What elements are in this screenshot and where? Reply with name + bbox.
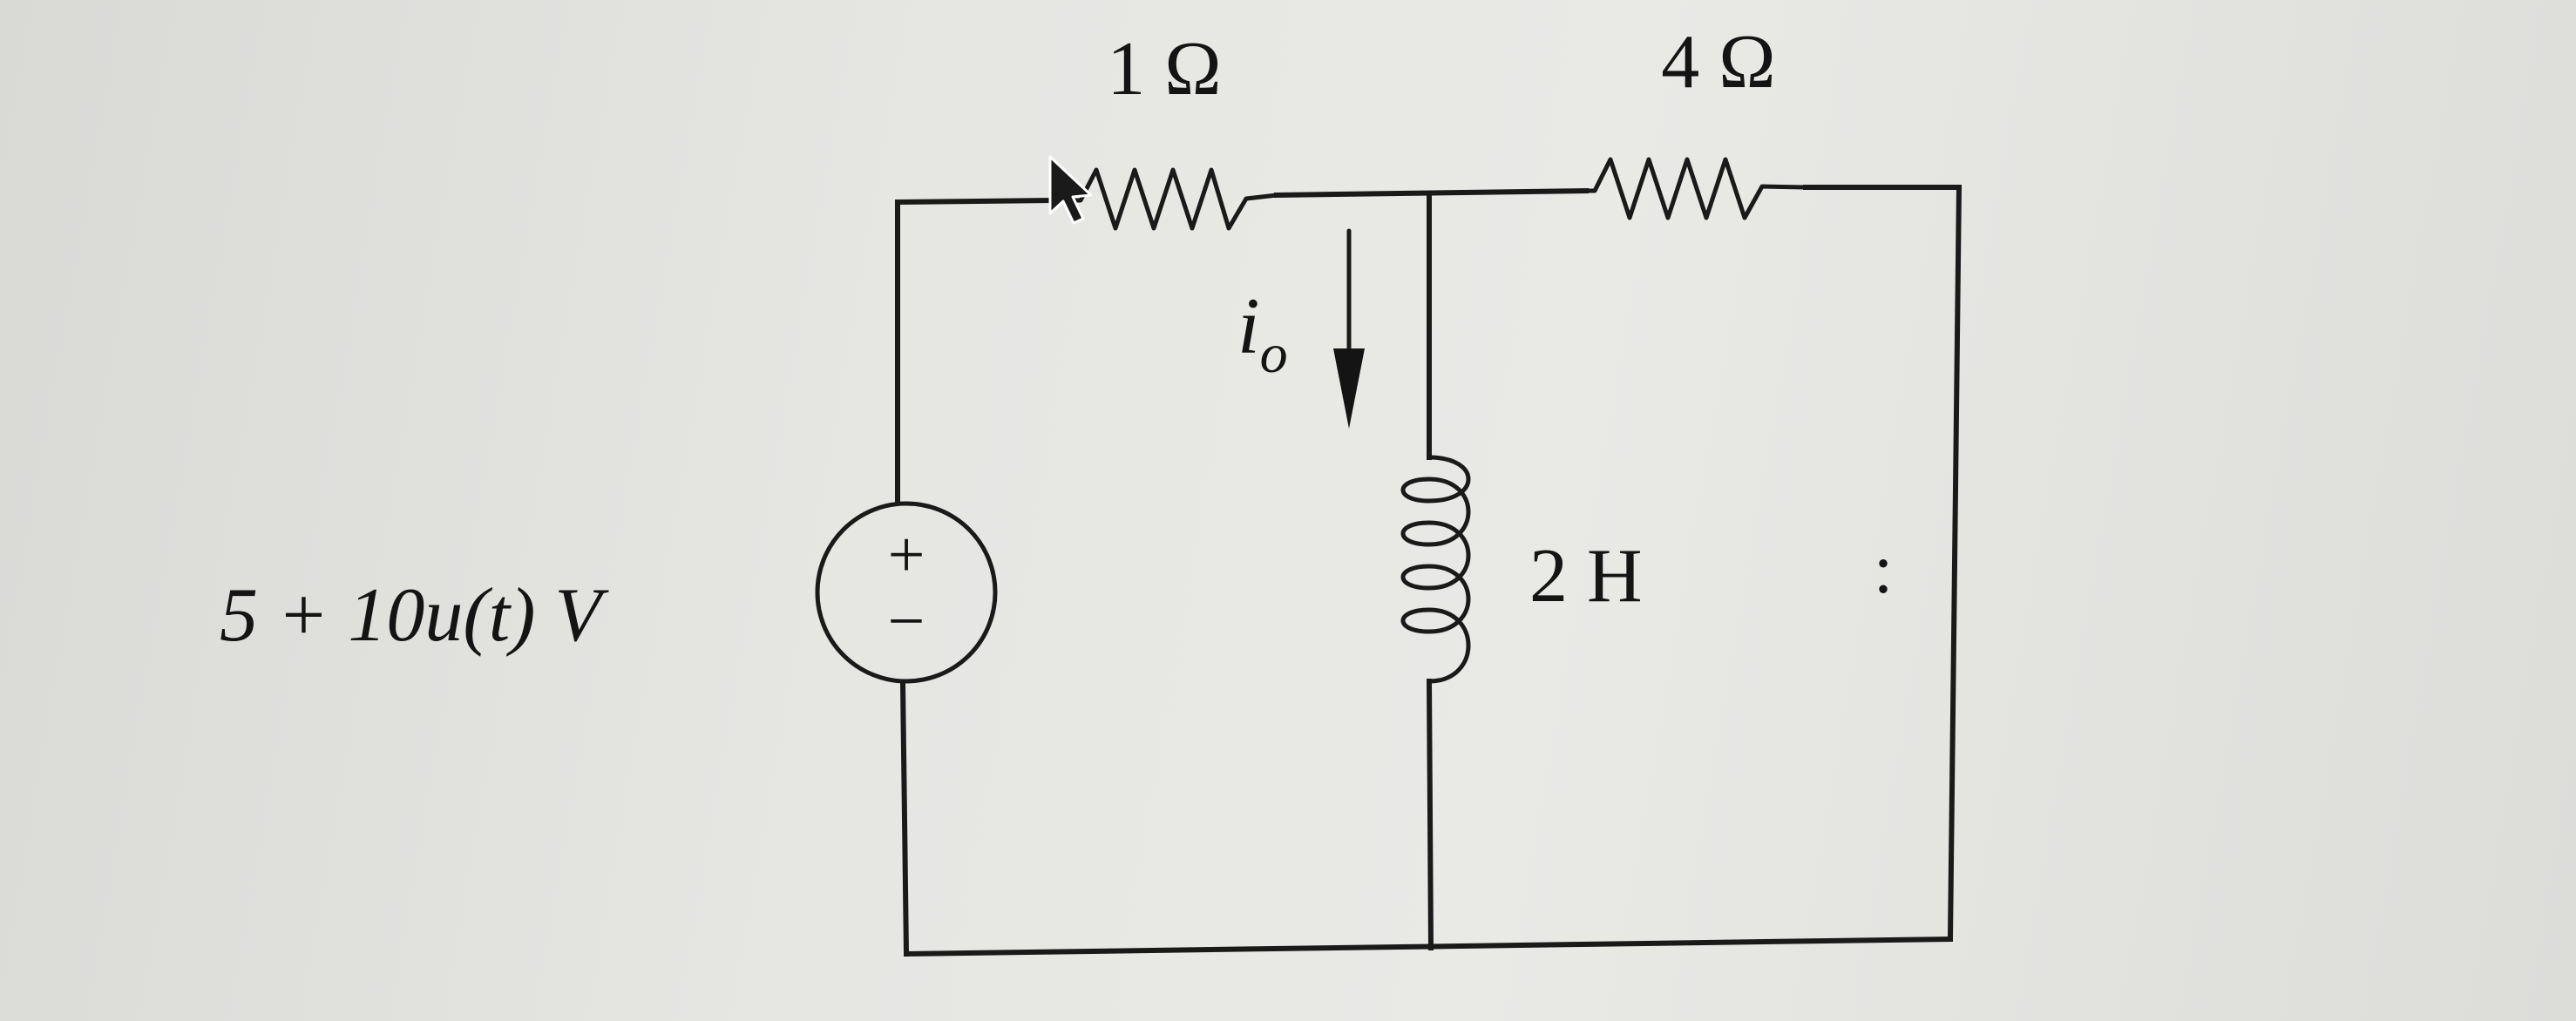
current-arrow-head [1333, 348, 1365, 429]
current-label: io [1237, 281, 1288, 384]
wires [894, 184, 1963, 957]
resistor-4ohm-label: 4 Ω [1661, 20, 1775, 105]
resistor-1ohm-zigzag [1047, 167, 1279, 231]
current-subscript: o [1260, 322, 1288, 384]
voltage-source-minus: − [888, 585, 925, 658]
wire-top-left [894, 197, 1054, 206]
voltage-source: + − 5 + 10u(t) V [220, 501, 998, 684]
wire-bottom [903, 936, 1954, 957]
resistor-1ohm: 1 Ω [1047, 27, 1279, 231]
wire-right [1947, 184, 1963, 943]
wire-left-lower [899, 680, 910, 957]
voltage-source-circle [815, 501, 998, 684]
mouse-cursor-icon [1048, 155, 1093, 225]
current-io: io [1237, 228, 1365, 429]
wire-middle-lower [1426, 678, 1434, 951]
voltage-source-label: 5 + 10u(t) V [220, 573, 609, 658]
inductor-2h: 2 H [1400, 455, 1643, 684]
resistor-4ohm-zigzag [1583, 157, 1808, 220]
resistor-4ohm: 4 Ω [1583, 20, 1808, 220]
inductor-label: 2 H [1529, 534, 1643, 619]
resistor-1ohm-label: 1 Ω [1107, 27, 1221, 112]
current-symbol: i [1237, 281, 1260, 370]
voltage-source-plus: + [888, 518, 925, 592]
stray-mark: : [1874, 531, 1893, 608]
inductor-coil [1400, 455, 1471, 684]
